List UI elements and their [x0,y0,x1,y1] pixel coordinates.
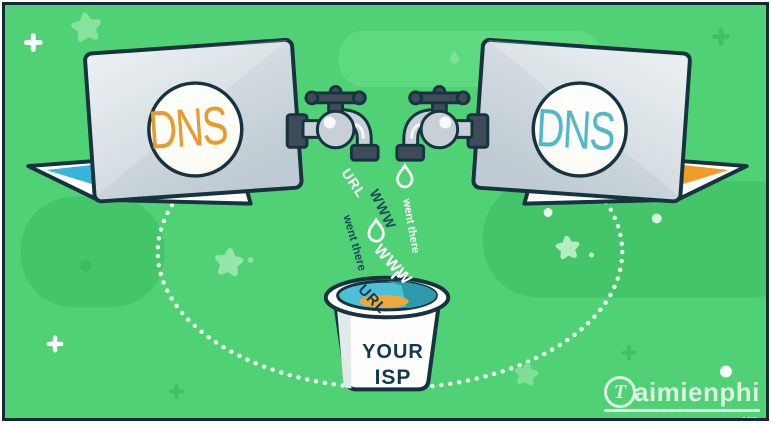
plus-icon [49,338,61,350]
decor-dots [79,50,732,378]
dns-label-right: DNS [534,98,616,162]
plus-icon [714,30,727,43]
plus-icon [26,36,40,50]
scene-graphic [20,5,766,399]
bucket-icon [323,270,451,392]
watermark-row: T aimienphi [604,376,760,412]
dashed-circle [155,119,625,391]
plus-icon [169,383,185,399]
plus-icon [621,345,637,361]
star-icon [217,250,242,274]
blob-right [482,180,766,298]
watermark-name: aimienphi [634,376,760,407]
splash-icon [390,270,408,279]
droplet-icon [396,164,414,189]
watermark-tld: .vn [739,412,758,421]
star-icon [73,14,99,39]
watermark-logo-icon: T [604,376,636,408]
watermark: T aimienphi .vn [604,376,760,418]
dns-label-left: DNS [146,95,229,161]
background-blobs [20,30,766,308]
bucket-label-line1: YOUR [362,341,424,363]
blob-left [20,196,165,308]
bucket-label-line2: ISP [374,366,412,389]
